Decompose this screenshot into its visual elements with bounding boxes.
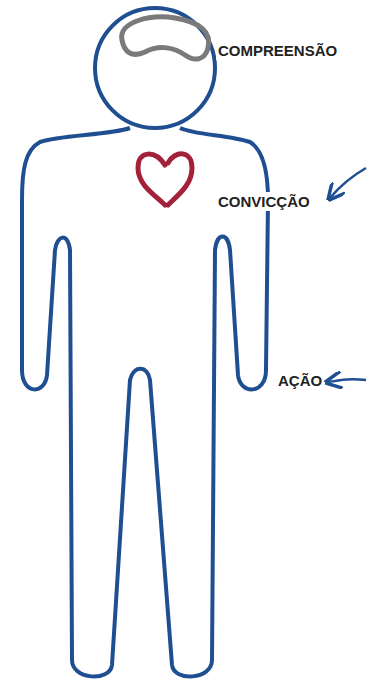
figure-label: CONVICÇÃO xyxy=(216,192,312,211)
figure-label: COMPREENSÃO xyxy=(216,41,339,60)
pointer-arrow xyxy=(330,168,366,198)
brain-symbol xyxy=(122,17,209,59)
heart-symbol xyxy=(138,154,192,205)
figure-label: AÇÃO xyxy=(276,371,324,390)
pointer-arrow xyxy=(328,379,366,382)
head-outline xyxy=(95,8,215,128)
